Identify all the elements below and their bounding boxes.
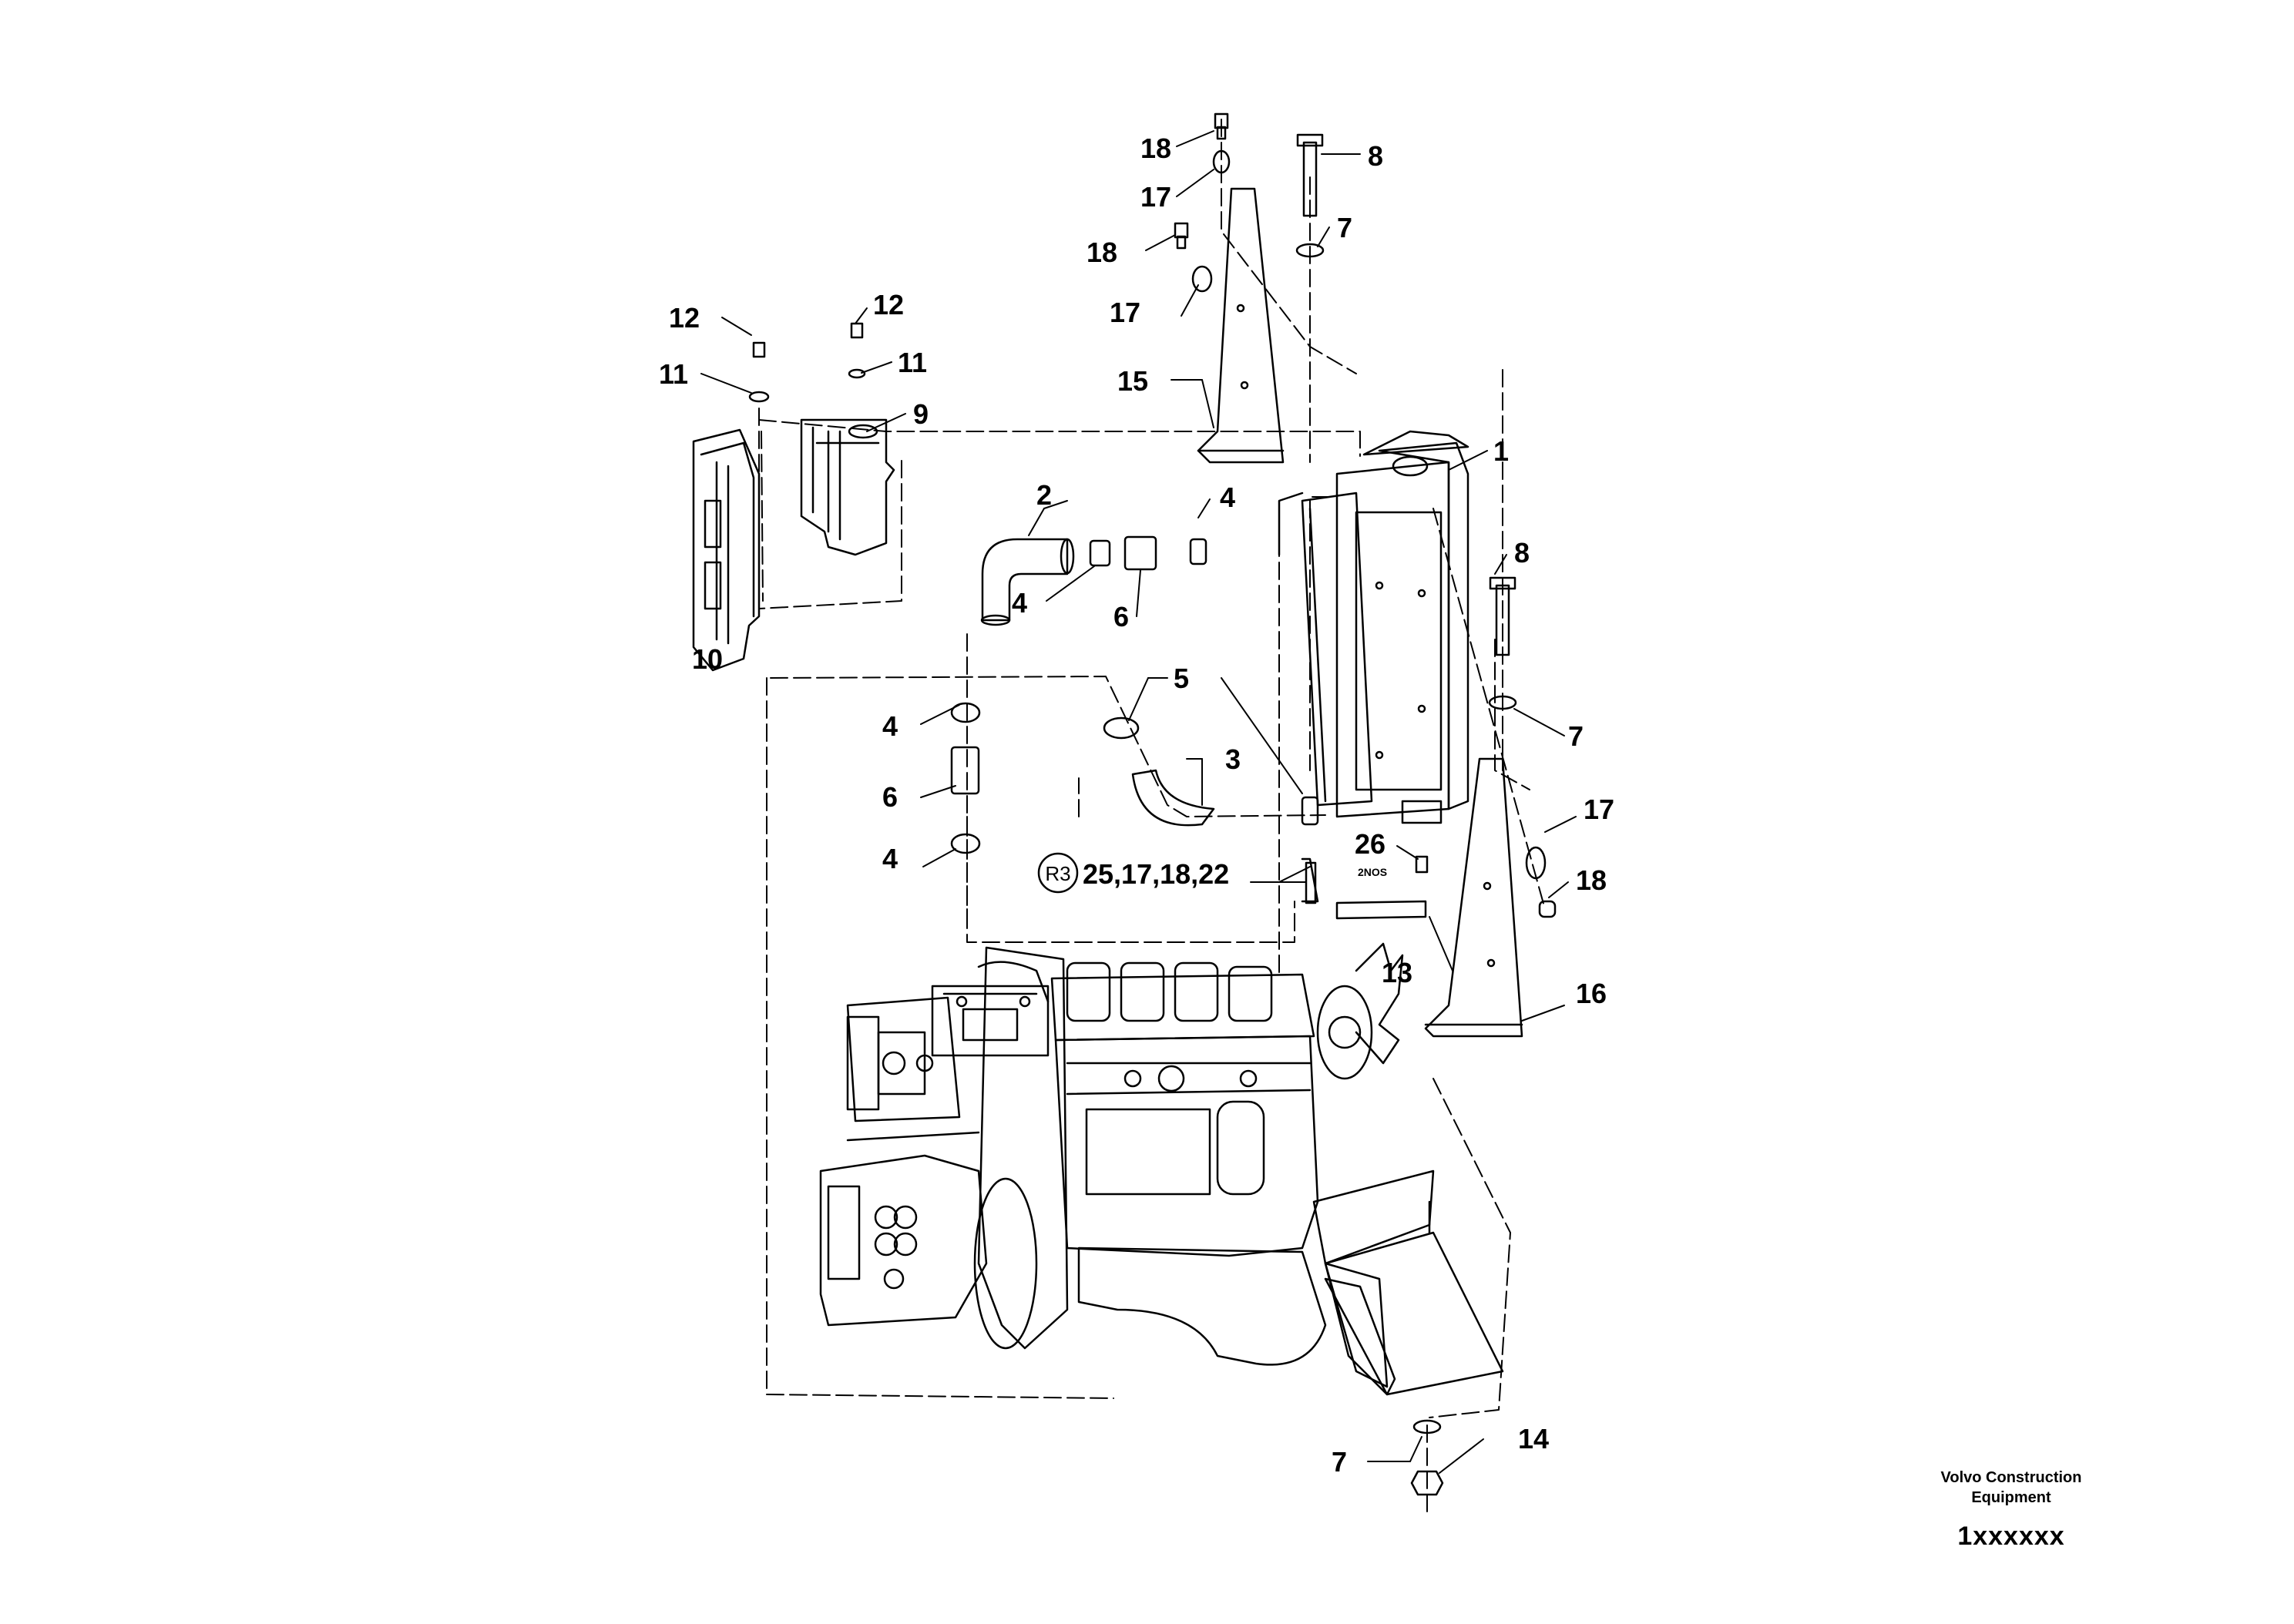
part-5-clamp xyxy=(1103,716,1140,740)
callout-labels: 18 17 18 17 8 7 12 12 11 11 9 15 1 2 4 4… xyxy=(659,133,1614,1478)
part-18-bolt xyxy=(1538,900,1557,918)
part-4-clamp xyxy=(1189,538,1207,565)
part-4-clamp xyxy=(950,833,981,854)
callout-7: 7 xyxy=(1332,1446,1347,1478)
callout-12: 12 xyxy=(669,302,700,334)
callout-12: 12 xyxy=(873,289,904,320)
part-12-bolt xyxy=(850,322,864,339)
callout-5: 5 xyxy=(1174,663,1189,694)
note-2nos: 2NOS xyxy=(1358,866,1387,878)
callout-7: 7 xyxy=(1568,720,1584,752)
part-11-washer xyxy=(748,391,770,403)
callout-10: 10 xyxy=(692,643,723,675)
part-4-clamp xyxy=(1089,539,1111,567)
drawing-code: 1xxxxxx xyxy=(1957,1522,2065,1551)
callout-4: 4 xyxy=(1220,481,1235,513)
brand-line-2: Equipment xyxy=(1971,1489,2051,1506)
part-26-fitting xyxy=(1415,855,1429,874)
callout-18: 18 xyxy=(1140,133,1171,164)
callout-14: 14 xyxy=(1518,1423,1549,1455)
callout-9: 9 xyxy=(913,398,929,430)
callout-2: 2 xyxy=(1036,479,1052,511)
callout-8: 8 xyxy=(1368,140,1383,172)
callout-3: 3 xyxy=(1225,743,1241,775)
part-18-bolt xyxy=(1214,112,1229,140)
part-8-bolt-upper xyxy=(1296,133,1324,217)
brand-block: Volvo Construction Equipment 1xxxxxx xyxy=(1919,1468,2104,1552)
callout-11: 11 xyxy=(659,358,688,390)
callout-11: 11 xyxy=(898,347,927,378)
callout-8: 8 xyxy=(1514,537,1530,569)
r3-ref-bracket xyxy=(1301,857,1319,904)
callout-26: 26 xyxy=(1355,828,1385,860)
part-6-sleeve xyxy=(950,746,980,795)
callout-7: 7 xyxy=(1337,212,1352,243)
part-10-side-cover xyxy=(692,428,761,672)
part-17-washer xyxy=(1212,149,1231,174)
r3-reference-badge: R3 xyxy=(1037,852,1079,894)
part-17-washer xyxy=(1191,265,1213,293)
callout-6: 6 xyxy=(882,781,898,813)
part-7-washer xyxy=(1295,243,1325,258)
engine-assembly xyxy=(819,942,1504,1396)
callout-13: 13 xyxy=(1382,957,1412,988)
part-18-bolt xyxy=(1174,222,1189,250)
part-1-radiator xyxy=(1278,430,1469,824)
part-3-lower-hose xyxy=(1131,769,1215,827)
brand-line-1: Volvo Construction xyxy=(1940,1469,2082,1486)
callout-18: 18 xyxy=(1576,864,1607,896)
part-15-upper-bracket xyxy=(1197,187,1285,464)
part-11-washer xyxy=(848,368,866,379)
callout-4: 4 xyxy=(882,843,898,874)
part-7-washer xyxy=(1488,695,1517,710)
callout-17: 17 xyxy=(1584,794,1614,825)
callout-1: 1 xyxy=(1493,435,1509,467)
callout-17: 17 xyxy=(1140,181,1171,213)
part-12-bolt xyxy=(752,341,766,358)
part-14-nut xyxy=(1410,1470,1444,1496)
callout-6: 6 xyxy=(1113,601,1129,632)
r3-badge-text: R3 xyxy=(1045,862,1070,885)
callout-4: 4 xyxy=(882,710,898,742)
callout-15: 15 xyxy=(1117,365,1148,397)
part-17-washer xyxy=(1525,846,1547,880)
callout-r3-group: 25,17,18,22 xyxy=(1083,858,1229,890)
part-7-washer xyxy=(1412,1419,1442,1434)
part-16-lower-bracket xyxy=(1424,757,1523,1038)
part-13-bracket-plate xyxy=(1335,900,1427,920)
callout-17: 17 xyxy=(1110,297,1140,328)
callout-4: 4 xyxy=(1012,587,1027,619)
part-4-clamp xyxy=(950,702,981,723)
callout-16: 16 xyxy=(1576,978,1607,1009)
assembly-dash-lines xyxy=(758,119,1546,1518)
part-9-cover-bracket xyxy=(800,418,895,556)
callout-18: 18 xyxy=(1087,237,1117,268)
part-4-clamp xyxy=(1301,796,1319,826)
part-6-sleeve xyxy=(1123,535,1157,571)
part-8-bolt-right xyxy=(1489,576,1516,656)
leader-lines xyxy=(700,130,1577,1474)
part-2-upper-hose xyxy=(980,538,1075,626)
